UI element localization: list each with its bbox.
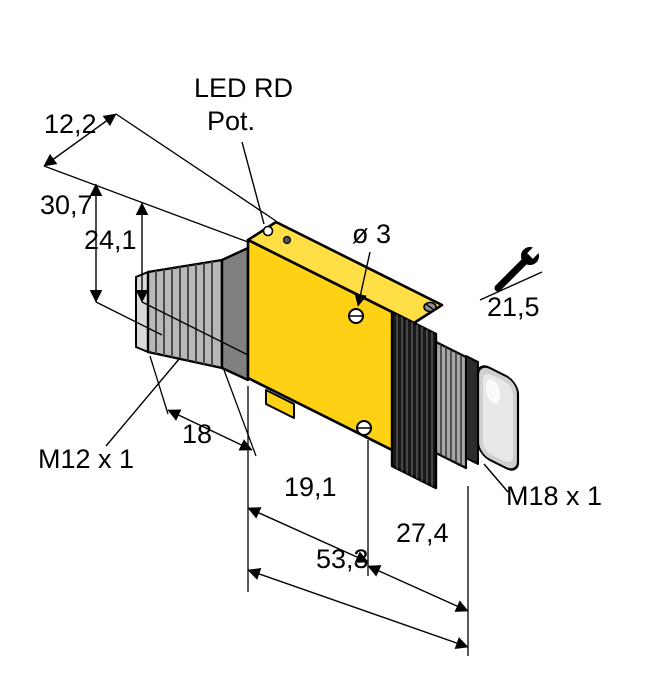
connector-mount-bracket (220, 246, 250, 382)
knurl-lines (396, 314, 433, 486)
screw-hole-bottom (356, 420, 372, 436)
thread-lines (440, 344, 462, 466)
leader-lines (105, 141, 543, 493)
dim-text-53-3: 53,3 (316, 544, 369, 574)
pot-screw (262, 225, 274, 237)
ext-line-height-total (95, 301, 163, 336)
dim-line-53-3 (247, 568, 469, 649)
dim-line-19-1 (247, 507, 369, 563)
leader-m18 (483, 463, 509, 493)
label-m18: M18 x 1 (506, 481, 602, 511)
screw-hole-top (348, 308, 364, 324)
ext-line-height-body (141, 301, 249, 356)
dim-text-12-2: 12,2 (44, 109, 97, 139)
knurled-nut (390, 310, 438, 490)
dim-text-24-1: 24,1 (84, 225, 137, 255)
wrench-underline (479, 271, 543, 301)
dim-line-27-4 (367, 565, 469, 612)
mounting-tab (265, 389, 295, 419)
leader-hole-dia (354, 251, 371, 307)
leader-m12 (105, 357, 181, 447)
connector-ribs (155, 261, 213, 366)
ext-line-connector-right (223, 369, 257, 457)
dimension-lines (43, 113, 469, 649)
leader-led-pot (241, 141, 265, 225)
dim-text-27-4: 27,4 (396, 518, 449, 548)
label-led: LED RD (194, 73, 293, 103)
label-hole-dia: ø 3 (352, 219, 391, 249)
ext-line-top-upper (115, 113, 277, 222)
dim-line-12-2 (43, 113, 117, 167)
wrench-icon (494, 242, 544, 292)
ext-line-connector-left (149, 355, 169, 415)
label-pot: Pot. (207, 106, 255, 136)
led-indicator (282, 235, 292, 245)
connector-barrel (146, 258, 224, 370)
clamp-screw-slot (425, 303, 435, 311)
dim-text-21-5: 21,5 (487, 292, 540, 322)
m12-connector (135, 246, 250, 382)
dim-line-18 (167, 409, 253, 451)
lens-bezel (465, 355, 479, 465)
m18-barrel (390, 310, 520, 490)
dim-text-30-7: 30,7 (40, 190, 93, 220)
dim-text-19-1: 19,1 (284, 472, 337, 502)
label-m12: M12 x 1 (38, 444, 134, 474)
dim-text-18: 18 (182, 419, 212, 449)
lens-face (476, 365, 520, 471)
